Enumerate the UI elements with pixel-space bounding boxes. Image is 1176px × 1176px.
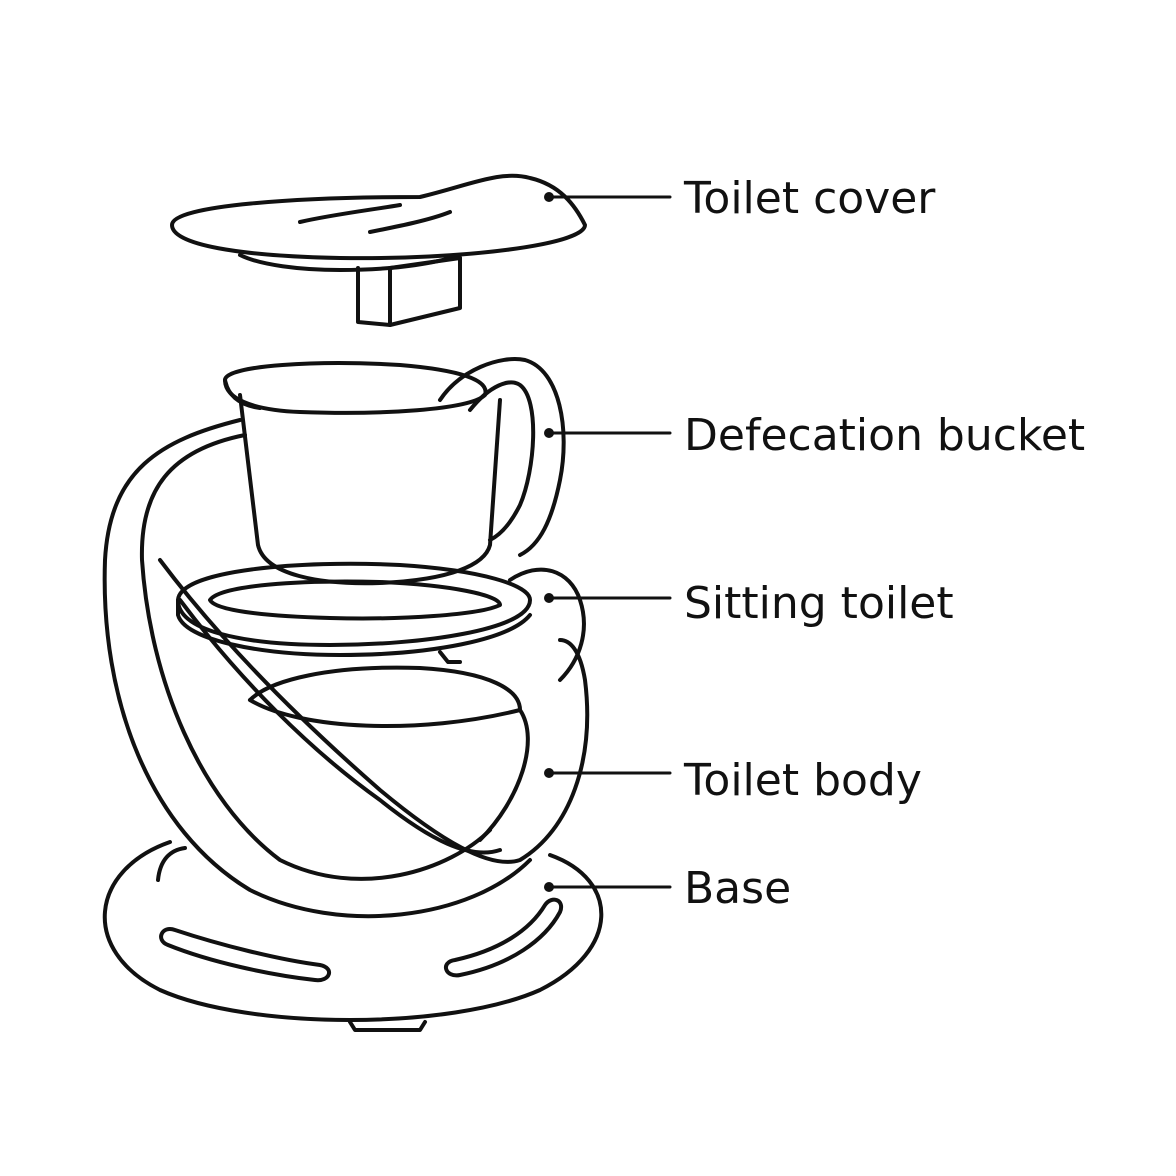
leader-dot-base: [544, 882, 554, 892]
toilet-cover-drawing: [170, 173, 587, 327]
label-sitting-toilet: Sitting toilet: [684, 578, 954, 629]
leader-dot-bucket: [544, 428, 554, 438]
leader-dot-cover: [544, 192, 554, 202]
sitting-toilet-drawing: [176, 561, 586, 682]
label-base: Base: [684, 863, 792, 914]
leader-dots: [544, 192, 554, 892]
label-toilet-body: Toilet body: [684, 755, 922, 806]
defecation-bucket-drawing: [223, 357, 566, 586]
toilet-body-drawing: [102, 418, 590, 919]
label-defecation-bucket: Defecation bucket: [684, 410, 1086, 461]
label-toilet-cover: Toilet cover: [684, 173, 936, 224]
base-drawing: [103, 840, 604, 1032]
leader-dot-body: [544, 768, 554, 778]
leader-lines: [547, 195, 672, 889]
leader-dot-sitting: [544, 593, 554, 603]
